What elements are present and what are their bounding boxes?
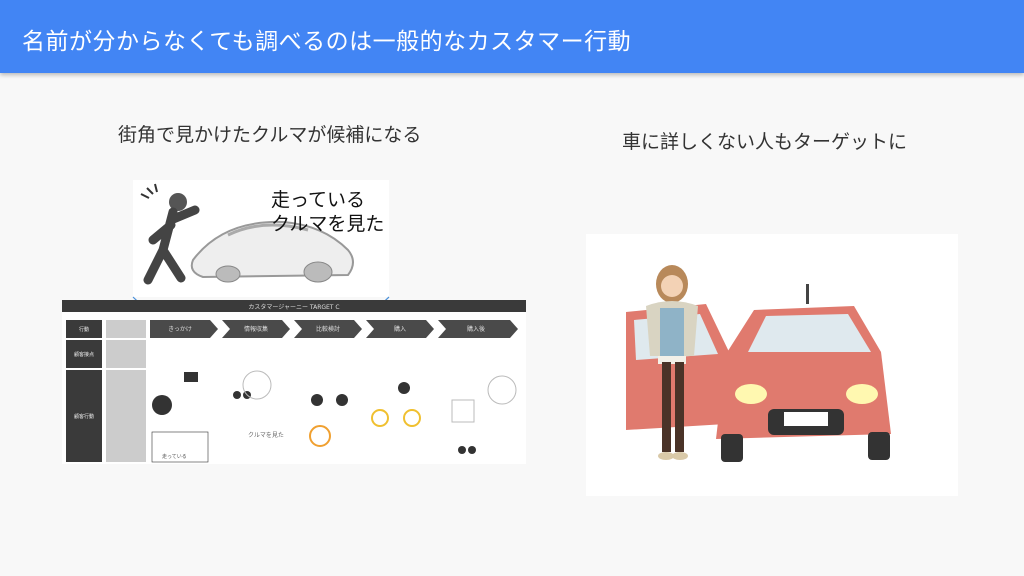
page-title: 名前が分からなくても調べるのは一般的なカスタマー行動 [22,29,632,55]
header-bar: 名前が分からなくても調べるのは一般的なカスタマー行動 [0,0,1024,73]
woman-and-car-illustration [586,234,958,496]
bubble-line-1: 走っている [271,189,366,211]
man-and-car-sketch [140,183,354,285]
left-caption: 街角で見かけたクルマが候補になる [118,124,422,146]
stage-4: 購入 [394,325,406,333]
woman-car-graphic [626,265,891,462]
stage-5: 購入後 [467,325,485,333]
journey-title: カスタマージャーニー TARGET C [248,303,339,311]
customer-journey-map: カスタマージャーニー TARGET C 行動 顧客接点 顧客行動 きっかけ 情報… [62,300,526,464]
row-label-touchpoint: 顧客接点 [74,351,94,358]
row-label-behavior: 顧客行動 [74,413,94,420]
running-car-illustration: 走っている クルマを見た [133,180,389,297]
stage-2: 情報収集 [244,325,268,333]
journey-map-graphic: カスタマージャーニー TARGET C 行動 顧客接点 顧客行動 きっかけ 情報… [62,300,526,463]
journey-small-caption-2: クルマを見た [248,432,284,439]
row-label-action: 行動 [79,326,89,333]
stage-1: きっかけ [168,326,192,333]
journey-small-caption-1: 走っている [162,454,187,460]
bubble-line-2: クルマを見た [271,213,385,235]
right-caption: 車に詳しくない人もターゲットに [622,131,908,153]
stage-3: 比較検討 [316,325,340,333]
